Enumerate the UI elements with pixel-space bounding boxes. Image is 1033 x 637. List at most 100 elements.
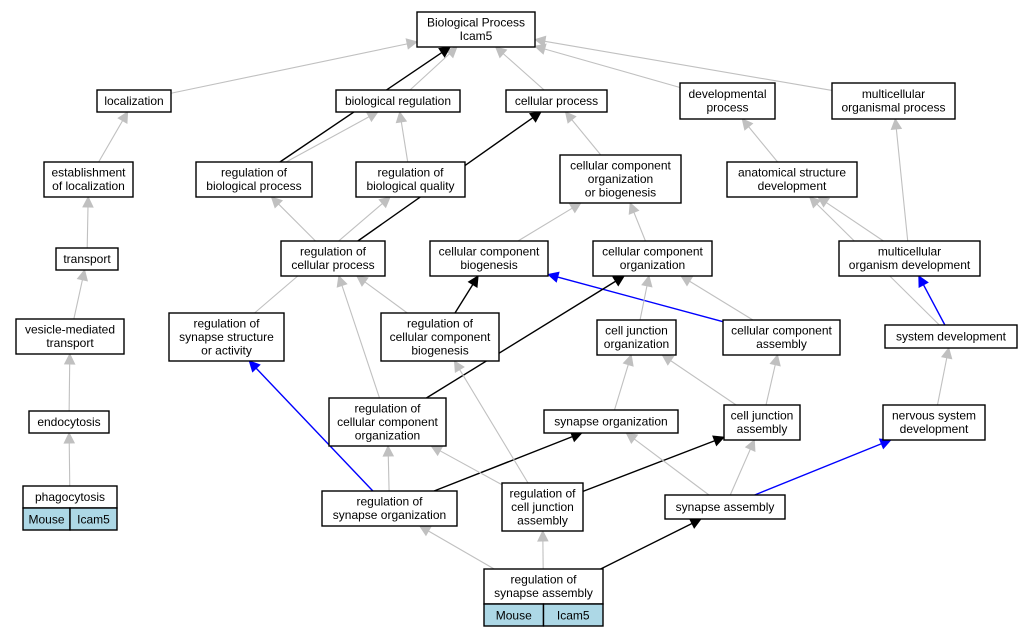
annotation-box bbox=[69, 507, 118, 531]
node-label: assembly bbox=[737, 422, 788, 436]
edge-regcelljasm-to-regccbio bbox=[453, 360, 529, 484]
arrowhead-icon bbox=[336, 274, 348, 288]
annotation-cell[interactable]: Mouse bbox=[483, 603, 545, 627]
node-label: multicellular bbox=[878, 245, 941, 259]
edge-line bbox=[754, 443, 882, 496]
node-endocytosis[interactable]: endocytosis bbox=[28, 410, 110, 434]
annotation-cell[interactable]: Icam5 bbox=[542, 603, 604, 627]
node-bioreg[interactable]: biological regulation bbox=[335, 89, 461, 113]
edge-line bbox=[544, 48, 681, 89]
annotation-cell[interactable]: Icam5 bbox=[69, 507, 118, 531]
edge-line bbox=[278, 203, 316, 242]
node-transport[interactable]: transport bbox=[55, 247, 119, 271]
node-label: development bbox=[900, 422, 969, 436]
node-label: regulation of bbox=[221, 166, 288, 180]
node-box bbox=[416, 11, 536, 48]
edge-celljasm-to-ccassembly bbox=[765, 353, 781, 406]
edge-regccbio-to-ccbio bbox=[454, 275, 479, 314]
node-label: biogenesis bbox=[411, 343, 468, 357]
node-box bbox=[168, 312, 285, 362]
node-label: cellular component bbox=[731, 324, 832, 338]
edge-regsynorg-to-synorg bbox=[433, 431, 583, 492]
annotation-cell[interactable]: Mouse bbox=[22, 507, 71, 531]
node-sysdev[interactable]: system development bbox=[884, 324, 1018, 349]
edge-synorg-to-celljorg bbox=[613, 353, 634, 411]
node-localization[interactable]: localization bbox=[96, 89, 172, 113]
node-box bbox=[15, 318, 125, 355]
arrowhead-icon bbox=[395, 110, 408, 124]
annotation-label: Mouse bbox=[28, 513, 64, 527]
node-label: synapse assembly bbox=[676, 500, 775, 514]
node-label: establishment bbox=[51, 166, 126, 180]
edge-line bbox=[502, 53, 545, 91]
edge-line bbox=[639, 285, 648, 321]
arrowhead-icon bbox=[612, 275, 626, 287]
node-box bbox=[501, 482, 584, 532]
node-label: synapse assembly bbox=[494, 586, 593, 600]
edge-celljorg-to-ccorg bbox=[639, 274, 653, 321]
arrowhead-icon bbox=[438, 46, 452, 58]
node-label: multicellular bbox=[862, 87, 925, 101]
edge-devproc-to-bp bbox=[533, 43, 681, 89]
edge-line bbox=[557, 276, 724, 323]
node-cellproc[interactable]: cellular process bbox=[505, 89, 608, 113]
node-synorg[interactable]: synapse organization bbox=[543, 409, 679, 434]
arrowhead-icon bbox=[661, 354, 675, 366]
edge-regsynasm-to-regcelljasm bbox=[537, 529, 549, 570]
arrowhead-icon bbox=[622, 353, 634, 367]
arrowhead-icon bbox=[918, 275, 929, 288]
node-synasm[interactable]: synapse assembly bbox=[664, 494, 786, 520]
annotation-label: Mouse bbox=[496, 609, 532, 623]
node-box bbox=[592, 240, 713, 277]
edge-ccbio-to-ccob bbox=[517, 202, 582, 242]
edge-regsynorg-to-regsynstruct bbox=[248, 360, 374, 492]
node-label: Icam5 bbox=[460, 29, 493, 43]
edge-celljasm-to-celljorg bbox=[661, 354, 737, 406]
node-box bbox=[96, 89, 172, 113]
node-box bbox=[28, 410, 110, 434]
arrowhead-icon bbox=[688, 518, 702, 529]
arrowhead-icon bbox=[533, 43, 547, 55]
arrowhead-icon bbox=[355, 275, 369, 287]
edge-line bbox=[73, 279, 83, 320]
node-box bbox=[726, 161, 858, 198]
edge-multidev-to-multiproc bbox=[890, 117, 909, 242]
node-label: or activity bbox=[201, 343, 252, 357]
node-label: endocytosis bbox=[37, 415, 100, 429]
edge-regbioqual-to-bioreg bbox=[395, 110, 409, 163]
arrowhead-icon bbox=[641, 274, 653, 288]
edge-sysdev-to-multidev bbox=[918, 275, 946, 326]
edge-cellproc-to-bp bbox=[494, 46, 545, 91]
edge-line bbox=[454, 284, 474, 314]
node-label: biological process bbox=[206, 179, 301, 193]
edge-line bbox=[426, 280, 616, 399]
edge-line bbox=[433, 436, 573, 492]
arrowhead-icon bbox=[63, 352, 76, 365]
edge-regccorg-to-regcellproc bbox=[336, 274, 381, 399]
